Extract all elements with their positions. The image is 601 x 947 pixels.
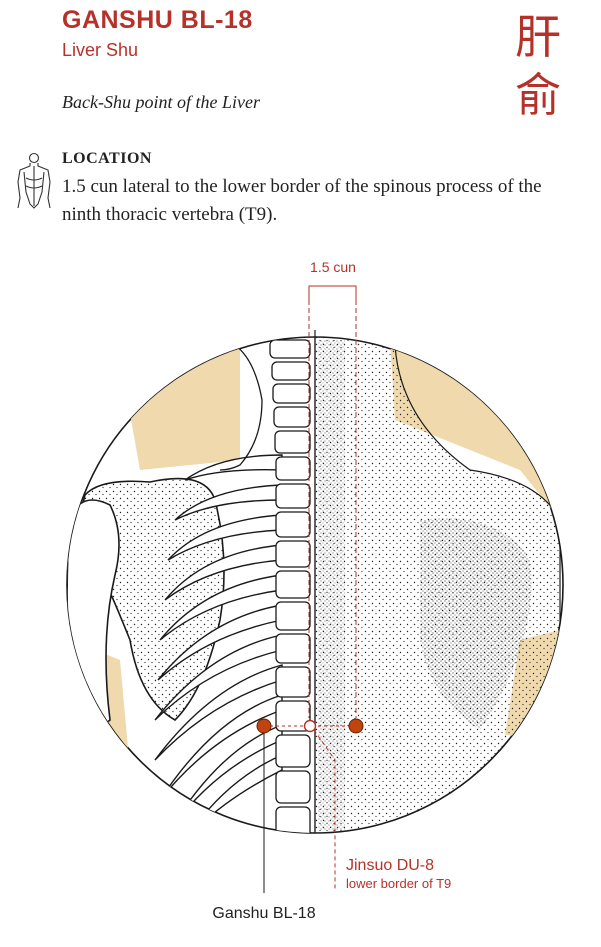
vertebral-column: [269, 339, 311, 833]
point-title: GANSHU BL-18: [62, 6, 253, 34]
jinsuo-note: lower border of T9: [346, 876, 451, 891]
chinese-char-2: 俞: [515, 68, 561, 122]
point-ganshu-left: [256, 718, 272, 734]
chinese-characters: 肝 俞: [508, 8, 568, 124]
measure-label: 1.5 cun: [310, 259, 356, 275]
spine-shadow: [318, 340, 345, 830]
cervical-outline: [219, 344, 263, 471]
point-english-name: Liver Shu: [62, 40, 139, 60]
jinsuo-leader: [313, 729, 336, 890]
shoulder-blade-shadow: [420, 518, 532, 730]
ganshu-label: Ganshu BL-18: [212, 905, 315, 922]
measure-bracket: [308, 285, 357, 300]
point-category: Back-Shu point of the Liver: [62, 92, 260, 112]
location-heading: LOCATION: [62, 150, 152, 167]
torso-back-icon: [17, 152, 51, 209]
location-text: 1.5 cun lateral to the lower border of t…: [62, 176, 542, 225]
rib-cage: [154, 454, 283, 833]
chinese-char-1: 肝: [515, 10, 561, 64]
anatomy-diagram: 1.5 cun Jinsuo DU-8 lower border of T9 G…: [66, 259, 564, 922]
point-jinsuo: [303, 719, 317, 733]
point-ganshu-right: [348, 718, 364, 734]
jinsuo-label: Jinsuo DU-8: [346, 857, 434, 874]
